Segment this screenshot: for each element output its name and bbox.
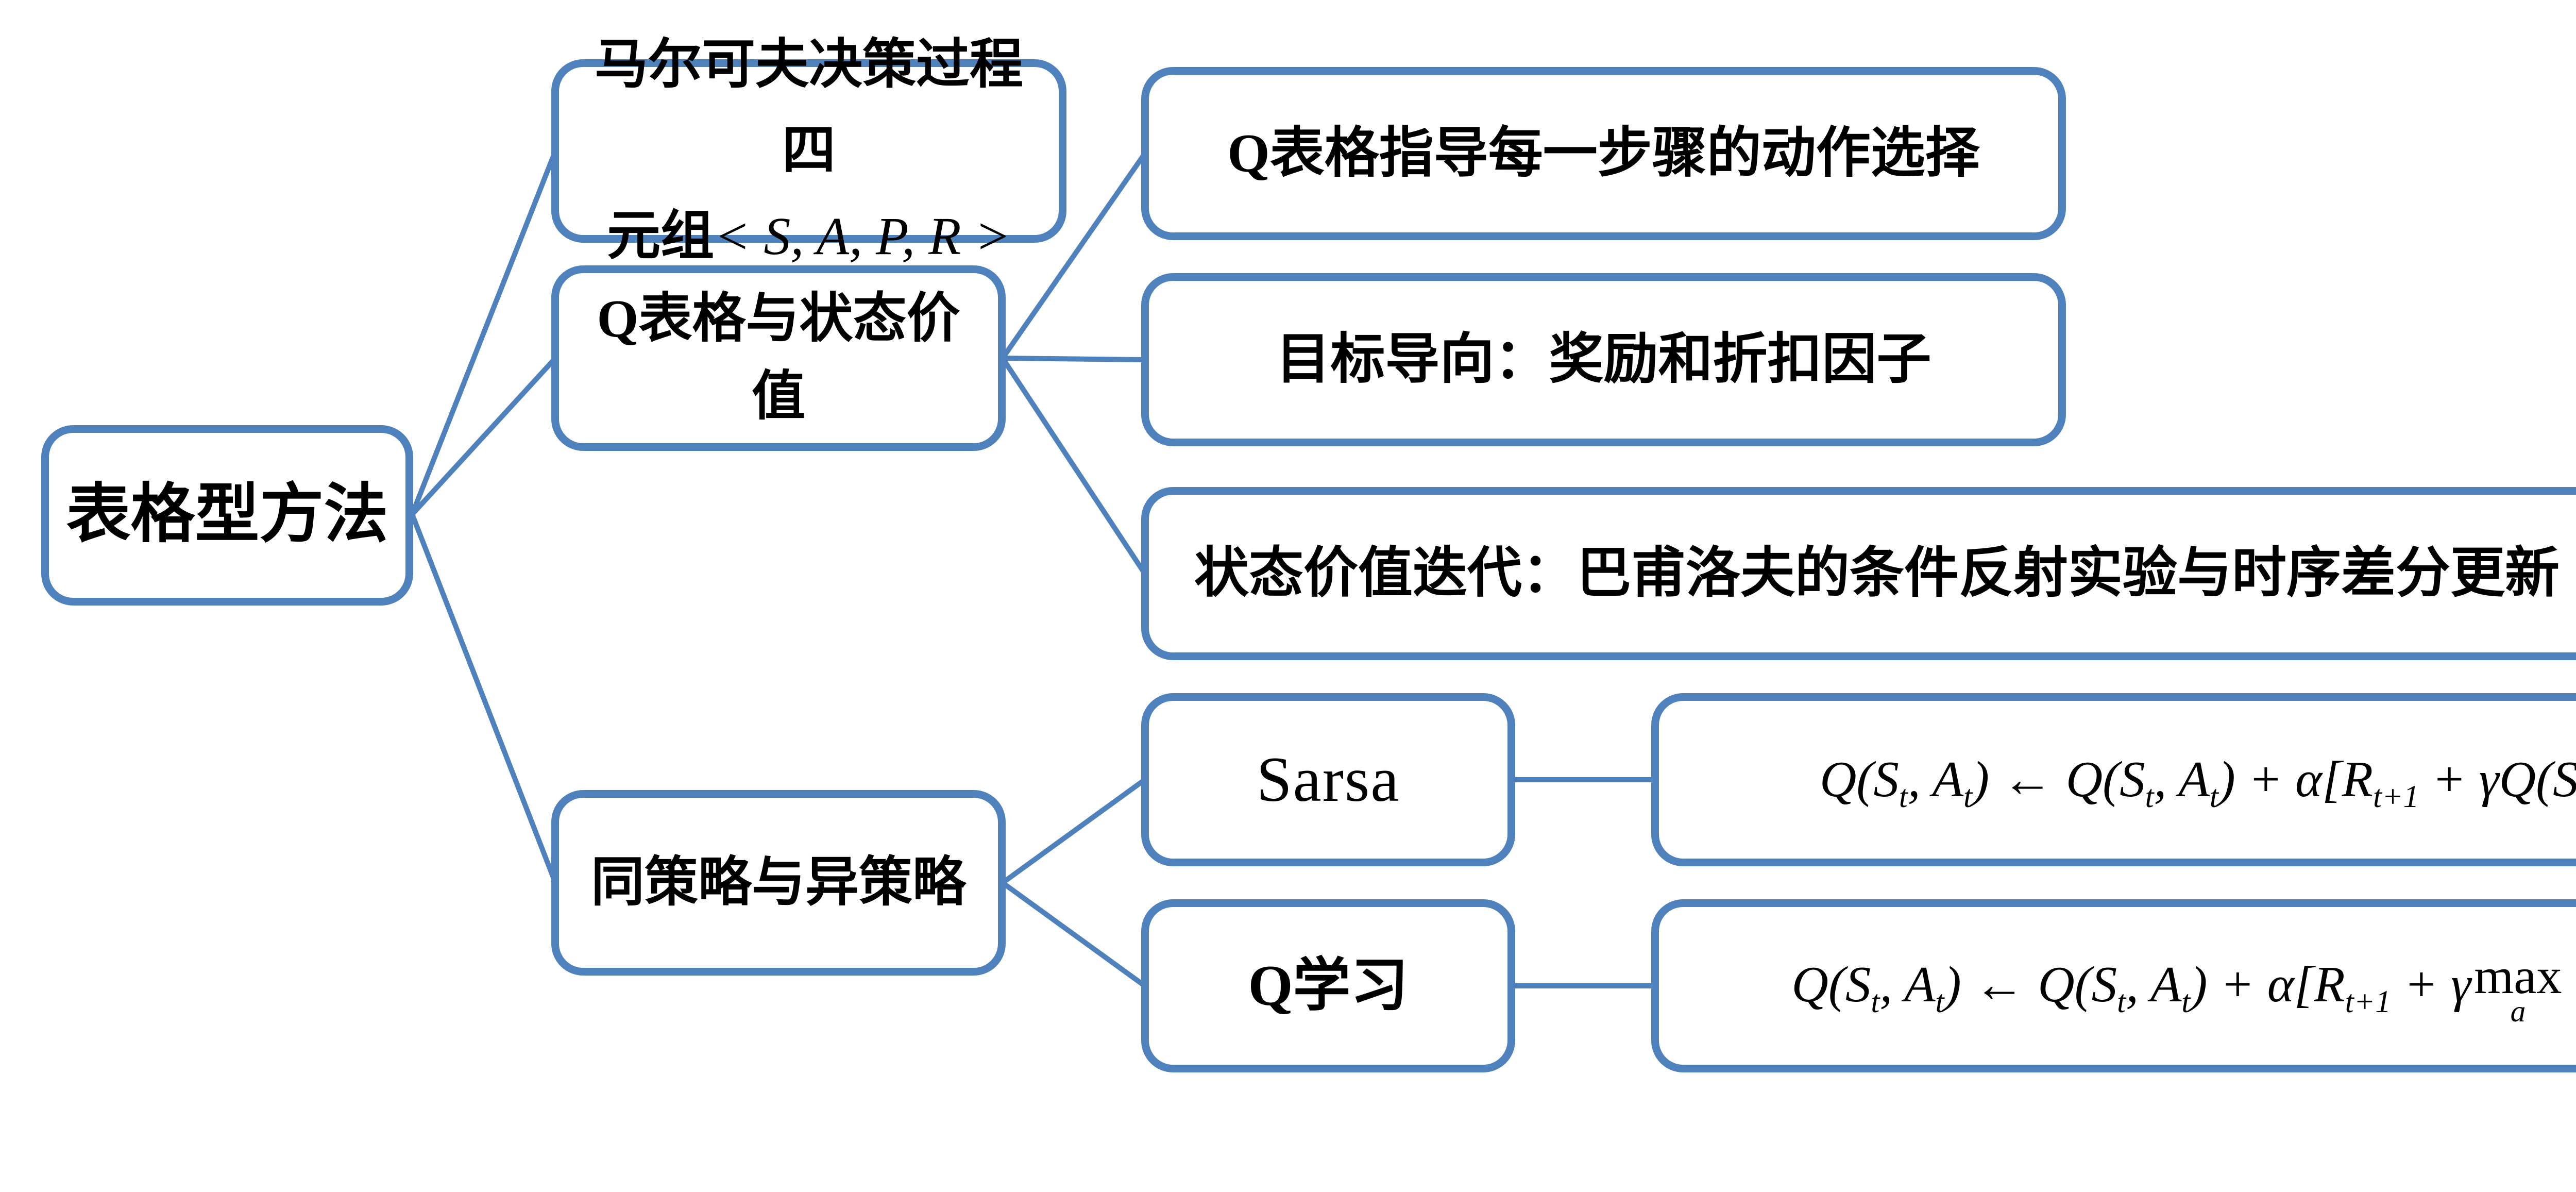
connector-qtable-goal — [1002, 356, 1145, 362]
node-mdp-tuple: 马尔可夫决策过程四 元组< S, A, P, R > — [551, 35, 1066, 266]
connector-root-qtable — [410, 356, 557, 516]
leaf-action-label: Q表格指导每一步骤的动作选择 — [1227, 123, 1980, 184]
connector-policy-qlearning — [1001, 880, 1146, 988]
leaf-qtable-action-selection: Q表格指导每一步骤的动作选择 — [1141, 67, 2066, 240]
node-q-learning: Q学习 — [1141, 899, 1515, 1072]
node-mdp-line2: 元组< S, A, P, R > — [607, 207, 1011, 266]
formula-sarsa-text: Q(St, At) ← Q(St, At) + α[Rt+1 + γQ(St+1… — [1819, 751, 2576, 815]
node-root-tabular-methods: 表格型方法 — [41, 425, 413, 606]
leaf-goal-label: 目标导向：奖励和折扣因子 — [1276, 329, 1931, 390]
node-qlearning-label: Q学习 — [1248, 953, 1409, 1018]
connector-root-mdp — [410, 150, 558, 515]
leaf-statevalue-label: 状态价值迭代：巴甫洛夫的条件反射实验与时序差分更新 — [1194, 543, 2560, 604]
connector-qtable-statevalue — [1000, 357, 1147, 575]
connector-policy-sarsa — [1001, 777, 1146, 885]
node-qtable-label: Q表格与状态价值 — [597, 289, 960, 426]
connector-qtable-action — [1000, 152, 1147, 360]
node-on-off-policy: 同策略与异策略 — [551, 790, 1006, 976]
node-policy-label: 同策略与异策略 — [590, 852, 966, 912]
node-mdp-line1: 马尔可夫决策过程四 — [594, 35, 1023, 180]
leaf-goal-oriented-reward-discount: 目标导向：奖励和折扣因子 — [1141, 273, 2066, 446]
node-qtable-state-value: Q表格与状态价值 — [551, 265, 1006, 451]
connector-root-policy — [410, 513, 558, 884]
node-root-label: 表格型方法 — [66, 479, 388, 551]
node-sarsa-label: Sarsa — [1256, 744, 1400, 815]
leaf-state-value-iteration: 状态价值迭代：巴甫洛夫的条件反射实验与时序差分更新 — [1141, 487, 2576, 660]
node-sarsa: Sarsa — [1141, 693, 1515, 866]
formula-sarsa-update: Q(St, At) ← Q(St, At) + α[Rt+1 + γQ(St+1… — [1651, 693, 2576, 866]
